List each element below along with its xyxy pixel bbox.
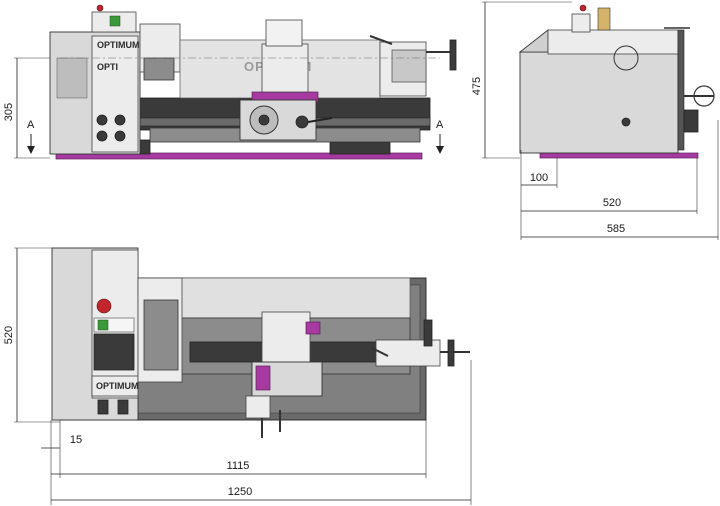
side-top-cover — [547, 29, 679, 55]
top-slide-accent — [305, 321, 321, 335]
side-tailstock-edge — [677, 29, 685, 151]
top-tailstock-handwheel-icon[interactable] — [447, 339, 455, 367]
side-apron-knob[interactable] — [683, 109, 699, 133]
front-chuck-icon — [143, 57, 175, 81]
front-section-marker-right: A — [436, 119, 444, 131]
top-gearbox — [93, 333, 135, 371]
top-foot-right — [117, 399, 129, 415]
front-tailstock-handwheel-icon[interactable] — [449, 39, 457, 71]
front-knob-1[interactable] — [96, 114, 108, 126]
top-back-cover — [179, 277, 411, 319]
top-tailstock-lock[interactable] — [423, 319, 433, 347]
side-headstock-body — [519, 51, 679, 154]
side-foot-offset-dimension: 100 — [530, 172, 548, 184]
side-emergency-stop-icon[interactable] — [579, 4, 587, 12]
front-speed-chart — [56, 57, 88, 99]
front-cross-slide — [261, 43, 309, 93]
side-total-depth-dimension: 585 — [607, 223, 625, 235]
side-switch-box — [571, 13, 591, 33]
top-tailstock-quill-lever[interactable] — [371, 347, 389, 357]
top-chuck-icon — [143, 299, 179, 371]
top-apron-accent — [255, 365, 271, 391]
front-view: OPTIMUM OPTI OPTIMUM A — [3, 4, 457, 160]
front-tool-post — [265, 19, 303, 47]
front-tailstock-lock-lever[interactable] — [369, 35, 393, 45]
top-depth-dimension: 520 — [3, 326, 15, 344]
side-view: 475 100 520 585 — [471, 1, 719, 240]
top-view: OPTIMUM 520 15 1115 1250 — [3, 247, 472, 505]
front-feed-lever-arm — [307, 117, 333, 123]
top-logo-plate — [91, 375, 139, 397]
side-handwheel-icon[interactable] — [693, 85, 715, 107]
front-panel-brand: OPTIMUM — [97, 40, 140, 50]
front-section-marker-left: A — [27, 119, 35, 131]
arrow-down-icon — [27, 146, 35, 154]
side-spindle-circle — [613, 45, 639, 71]
top-emergency-stop-icon[interactable] — [96, 298, 112, 314]
top-offset-dimension: 15 — [70, 434, 82, 446]
top-total-length-dimension: 1250 — [228, 486, 252, 498]
top-start-button[interactable] — [97, 319, 109, 331]
side-chart-holder — [597, 7, 611, 31]
front-knob-4[interactable] — [114, 130, 126, 142]
side-height-dimension: 475 — [471, 77, 483, 95]
front-emergency-stop-icon[interactable] — [96, 4, 104, 12]
top-logo-text: OPTIMUM — [96, 381, 139, 391]
front-handwheel-hub — [258, 114, 270, 126]
front-feed-lever[interactable] — [295, 115, 309, 129]
front-start-button[interactable] — [109, 15, 121, 27]
top-bed-length-dimension: 1115 — [227, 460, 250, 472]
arrow-down-icon — [436, 146, 444, 154]
top-foot-left — [97, 399, 109, 415]
top-handwheel-icon[interactable] — [245, 395, 271, 419]
side-chamfer — [518, 29, 549, 53]
front-knob-2[interactable] — [114, 114, 126, 126]
side-depth-dimension: 520 — [603, 197, 621, 209]
front-base-plate — [55, 152, 423, 160]
front-panel-opti: OPTI — [97, 62, 118, 72]
front-tailstock-quill — [391, 49, 427, 83]
front-knob-3[interactable] — [96, 130, 108, 142]
side-bolt — [621, 117, 631, 127]
front-height-dimension: 305 — [3, 103, 15, 121]
side-base-plate — [539, 152, 699, 159]
